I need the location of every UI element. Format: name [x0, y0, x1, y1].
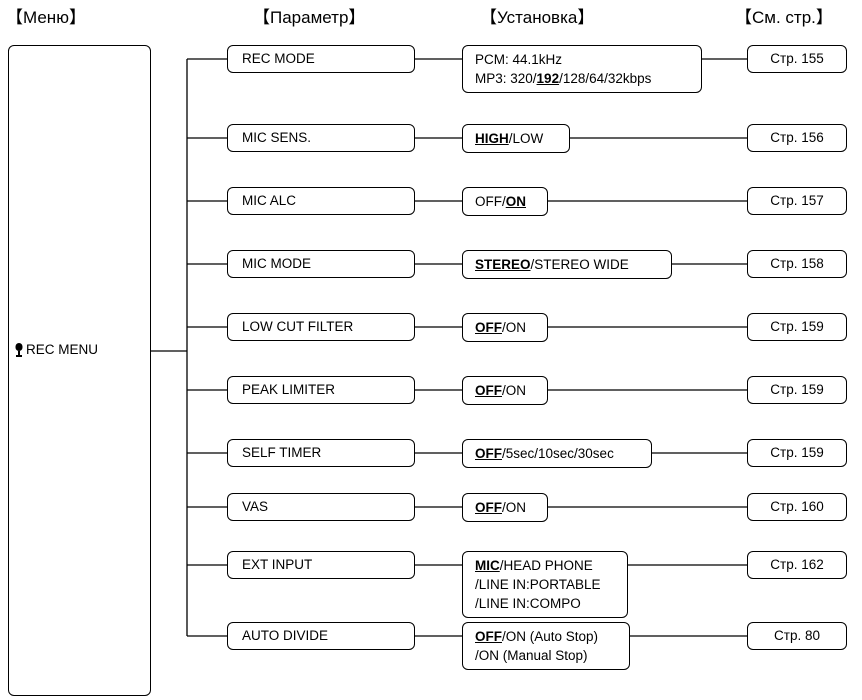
- param-box: MIC ALC: [227, 187, 415, 215]
- header-menu: 【Меню】: [6, 8, 86, 27]
- header-setting: 【Установка】: [480, 8, 595, 27]
- option-value: /ON: [502, 320, 527, 335]
- option-value: /LINE IN:PORTABLE: [475, 577, 601, 592]
- option-value: /ON (Manual Stop): [475, 648, 588, 663]
- default-value: OFF: [475, 500, 502, 515]
- option-value: /STEREO WIDE: [530, 257, 629, 272]
- setting-line: OFF/5sec/10sec/30sec: [475, 444, 641, 463]
- setting-box: OFF/5sec/10sec/30sec: [462, 439, 652, 468]
- setting-line: PCM: 44.1kHz: [475, 50, 691, 69]
- param-box: AUTO DIVIDE: [227, 622, 415, 650]
- default-value: OFF: [475, 446, 502, 461]
- default-value: MIC: [475, 558, 500, 573]
- default-value: 192: [536, 71, 560, 86]
- page-ref-box: Стр. 159: [747, 439, 847, 467]
- menu-label-text: REC MENU: [26, 342, 99, 357]
- setting-line: /LINE IN:COMPO: [475, 594, 617, 613]
- param-box: SELF TIMER: [227, 439, 415, 467]
- default-value: OFF: [475, 320, 502, 335]
- page-ref-box: Стр. 157: [747, 187, 847, 215]
- menu-label: REC MENU: [15, 342, 98, 357]
- default-value: STEREO: [475, 257, 531, 272]
- page-ref-box: Стр. 159: [747, 376, 847, 404]
- param-box: EXT INPUT: [227, 551, 415, 579]
- default-value: OFF: [475, 629, 502, 644]
- setting-line: OFF/ON: [475, 192, 537, 211]
- page-ref-box: Стр. 162: [747, 551, 847, 579]
- option-value: /ON: [502, 383, 527, 398]
- option-value: PCM: 44.1kHz: [475, 52, 563, 67]
- param-box: VAS: [227, 493, 415, 521]
- setting-box: OFF/ON (Auto Stop) /ON (Manual Stop): [462, 622, 630, 670]
- setting-box: OFF/ON: [462, 313, 548, 342]
- default-value: ON: [505, 194, 526, 209]
- option-value: OFF/: [475, 194, 506, 209]
- option-value: /ON (Auto Stop): [502, 629, 599, 644]
- setting-line: OFF/ON (Auto Stop): [475, 627, 619, 646]
- setting-box: MIC/HEAD PHONE/LINE IN:PORTABLE/LINE IN:…: [462, 551, 628, 618]
- page-ref-box: Стр. 159: [747, 313, 847, 341]
- page-ref-box: Стр. 155: [747, 45, 847, 73]
- option-value: /HEAD PHONE: [499, 558, 593, 573]
- setting-line: OFF/ON: [475, 498, 537, 517]
- option-value: MP3: 320/: [475, 71, 537, 86]
- param-box: LOW CUT FILTER: [227, 313, 415, 341]
- option-value: /5sec/10sec/30sec: [502, 446, 614, 461]
- setting-line: HIGH/LOW: [475, 129, 559, 148]
- setting-box: STEREO/STEREO WIDE: [462, 250, 672, 279]
- setting-line: /LINE IN:PORTABLE: [475, 575, 617, 594]
- default-value: HIGH: [475, 131, 509, 146]
- option-value: /LOW: [508, 131, 544, 146]
- page-ref-box: Стр. 156: [747, 124, 847, 152]
- setting-box: OFF/ON: [462, 376, 548, 405]
- setting-line: OFF/ON: [475, 318, 537, 337]
- setting-line: MIC/HEAD PHONE: [475, 556, 617, 575]
- page-ref-box: Стр. 80: [747, 622, 847, 650]
- default-value: OFF: [475, 383, 502, 398]
- setting-line: OFF/ON: [475, 381, 537, 400]
- option-value: /LINE IN:COMPO: [475, 596, 581, 611]
- header-parameter: 【Параметр】: [253, 8, 366, 27]
- setting-box: OFF/ON: [462, 187, 548, 216]
- setting-line: STEREO/STEREO WIDE: [475, 255, 661, 274]
- option-value: /ON: [502, 500, 527, 515]
- page-ref-box: Стр. 158: [747, 250, 847, 278]
- microphone-icon: [15, 342, 23, 357]
- menu-box: [8, 45, 151, 696]
- page-ref-box: Стр. 160: [747, 493, 847, 521]
- param-box: MIC MODE: [227, 250, 415, 278]
- setting-line: MP3: 320/192/128/64/32kbps: [475, 69, 691, 88]
- setting-line: /ON (Manual Stop): [475, 646, 619, 665]
- param-box: MIC SENS.: [227, 124, 415, 152]
- param-box: PEAK LIMITER: [227, 376, 415, 404]
- header-see-page: 【См. стр.】: [735, 8, 833, 27]
- option-value: /128/64/32kbps: [559, 71, 652, 86]
- setting-box: OFF/ON: [462, 493, 548, 522]
- param-box: REC MODE: [227, 45, 415, 73]
- setting-box: HIGH/LOW: [462, 124, 570, 153]
